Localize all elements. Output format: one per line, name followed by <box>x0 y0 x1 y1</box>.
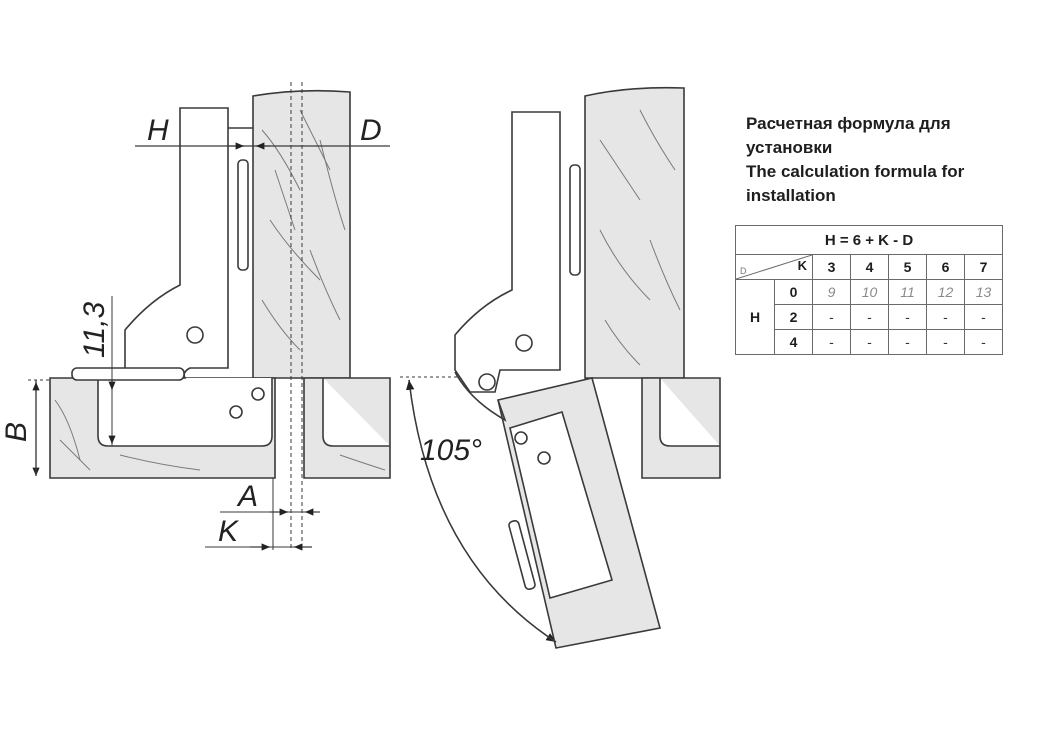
table-cell: 10 <box>850 279 889 305</box>
opened-cup <box>509 410 613 600</box>
mounting-plate <box>71 367 185 381</box>
table-cell: 11 <box>888 279 927 305</box>
title-ru-line-1: Расчетная формула для <box>746 114 951 133</box>
hinge-slot <box>508 519 536 591</box>
hinge-arm-right <box>454 111 561 393</box>
corner-k-label: K <box>797 258 807 273</box>
column-header: 5 <box>888 254 927 280</box>
hinge-slot <box>569 164 581 276</box>
table-cell: 12 <box>926 279 965 305</box>
table-cell: - <box>812 329 851 355</box>
left-view <box>28 82 391 551</box>
table-cell: - <box>964 304 1003 330</box>
dim-label-11-3: 11,3 <box>78 302 111 358</box>
dim-label-h: H <box>147 114 169 147</box>
door-panel-right <box>584 86 685 379</box>
screw-hole <box>514 431 528 445</box>
table-cell: - <box>888 304 927 330</box>
corner-d-label: D <box>740 266 747 276</box>
table-cell: - <box>964 329 1003 355</box>
row-key: 0 <box>774 279 813 305</box>
screw-hole <box>251 387 265 401</box>
hinge-pivot <box>515 334 533 352</box>
table-cell: - <box>850 329 889 355</box>
dim-label-d: D <box>360 114 382 147</box>
hinge-pivot <box>478 373 496 391</box>
cabinet-recess-right <box>322 378 390 447</box>
table-cell: 13 <box>964 279 1003 305</box>
angle-label: 105° <box>420 434 482 467</box>
screw-hole <box>229 405 243 419</box>
row-key: 2 <box>774 304 813 330</box>
hinge-pivot <box>186 326 204 344</box>
table-cell: 9 <box>812 279 851 305</box>
table-corner-cell: D K <box>735 254 813 280</box>
table-cell: - <box>926 329 965 355</box>
wood-grain-right-door <box>599 109 681 366</box>
hinge-cup <box>97 378 273 447</box>
title-en-line-1: The calculation formula for <box>746 162 965 181</box>
wood-grain-left-door <box>261 109 346 351</box>
column-header: 7 <box>964 254 1003 280</box>
title-en-line-2: installation <box>746 186 836 205</box>
row-key: 4 <box>774 329 813 355</box>
hinge-arm-left <box>124 107 229 379</box>
dim-label-b: B <box>0 422 33 442</box>
title-ru-line-2: установки <box>746 138 833 157</box>
column-header: 6 <box>926 254 965 280</box>
wood-grain-left-cabinet <box>54 399 386 471</box>
dim-label-a: A <box>236 480 258 513</box>
formula-table: H = 6 + K - D D K 3 4 5 6 7 H 0 9 10 11 … <box>735 225 1003 355</box>
screw-hole <box>537 451 551 465</box>
formula-title: Расчетная формула для установки The calc… <box>746 112 1026 208</box>
dim-label-k: K <box>218 515 240 548</box>
column-header: 4 <box>850 254 889 280</box>
formula-header: H = 6 + K - D <box>735 225 1003 255</box>
table-cell: - <box>888 329 927 355</box>
table-cell: - <box>850 304 889 330</box>
row-label-h: H <box>735 279 775 355</box>
table-cell: - <box>926 304 965 330</box>
right-view <box>400 86 721 649</box>
column-header: 3 <box>812 254 851 280</box>
table-cell: - <box>812 304 851 330</box>
hinge-slot <box>237 159 249 271</box>
